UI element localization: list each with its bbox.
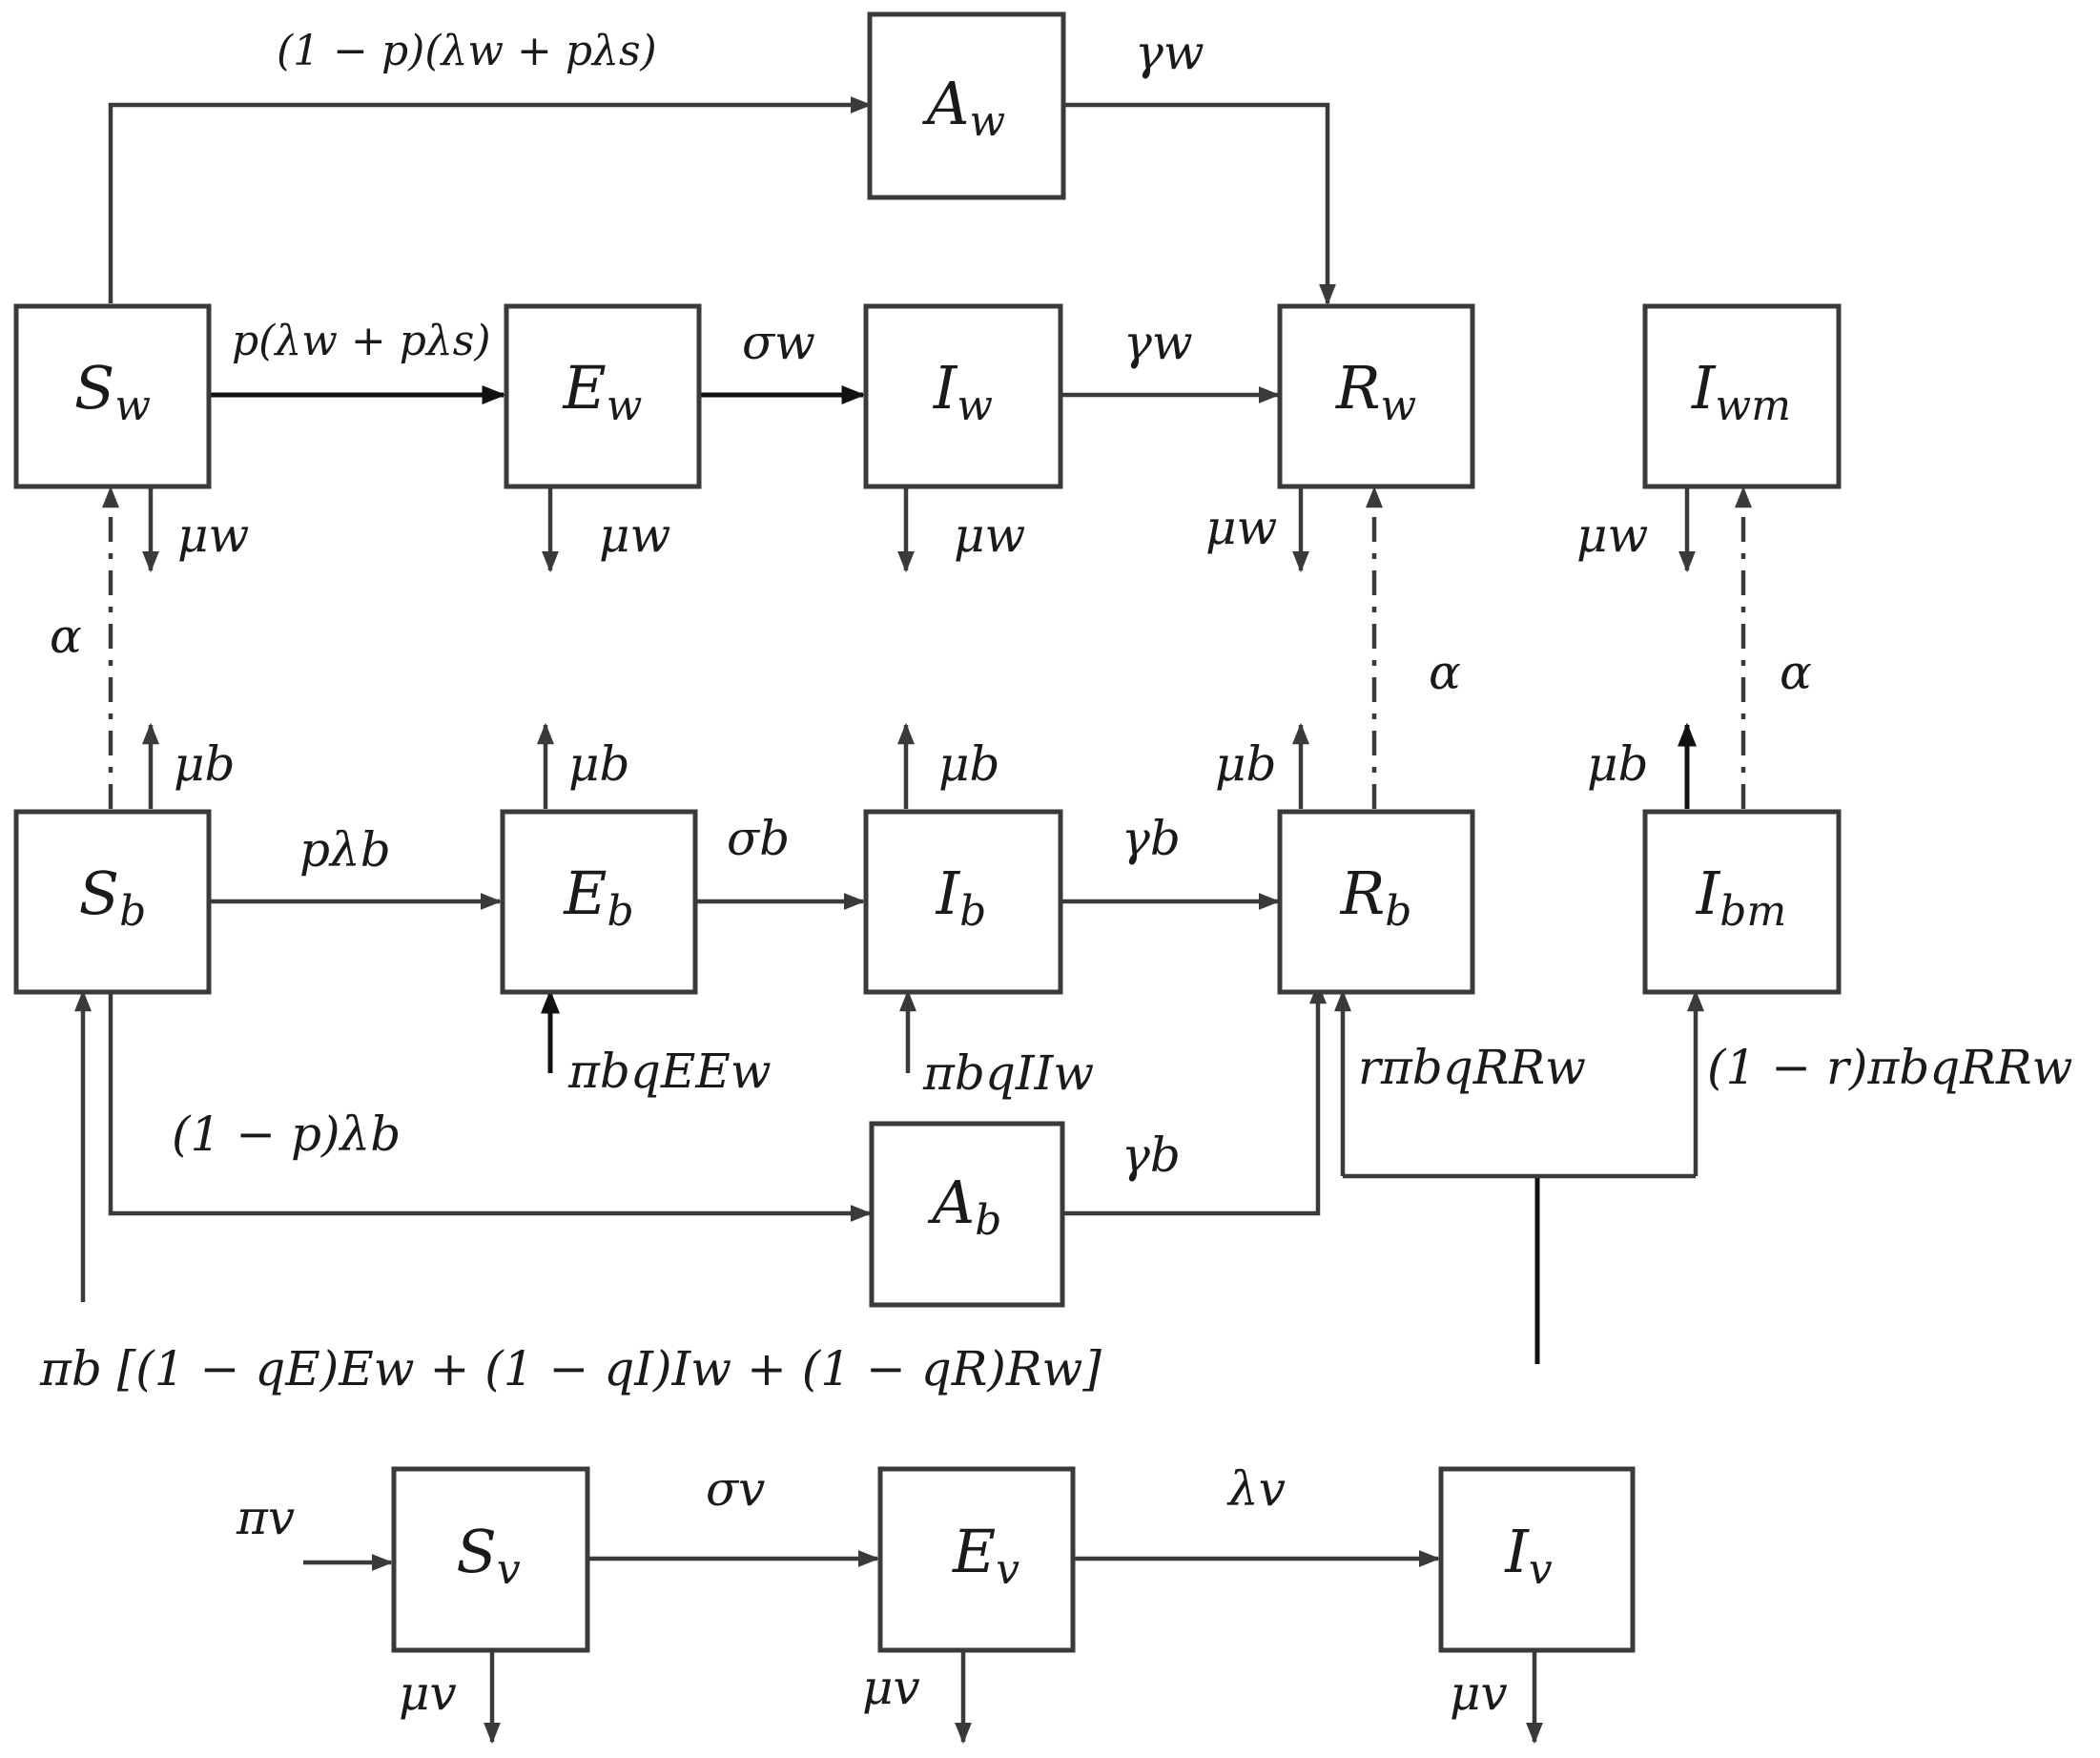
rate-rb-mortality: μb xyxy=(1215,736,1277,792)
rate-alpha-rw: α xyxy=(1429,645,1461,700)
label-iwm: Iwm xyxy=(1691,353,1791,430)
rate-sw-to-ew: p(λw + pλs) xyxy=(232,317,491,365)
rate-sw-mortality: μw xyxy=(177,507,249,563)
edge-sw-to-aw xyxy=(108,96,873,303)
label-sb: Sb xyxy=(79,858,147,936)
label-rw: Rw xyxy=(1335,353,1416,430)
node-eb xyxy=(500,809,698,995)
rate-eb-to-ib: σb xyxy=(727,811,790,866)
rate-inflow-sb: πb [(1 − qE)Ew + (1 − qI)Iw + (1 − qR)Rw… xyxy=(39,1341,1101,1396)
rate-inflow-ibm: (1 − r)πbqRRw xyxy=(1707,1040,2072,1095)
rate-iw-to-rw: γw xyxy=(1123,315,1193,370)
node-ew xyxy=(504,303,702,489)
node-ab xyxy=(869,1121,1065,1308)
rate-ibm-mortality: μb xyxy=(1587,736,1649,792)
edge-ab-to-rb xyxy=(1060,982,1327,1216)
node-sw xyxy=(13,303,212,489)
rate-sb-to-ab: (1 − p)λb xyxy=(172,1107,401,1162)
rate-iv-mortality: μv xyxy=(1450,1665,1508,1721)
rate-ib-to-rb: γb xyxy=(1122,811,1181,866)
rate-ew-to-iw: σw xyxy=(742,315,815,370)
node-ibm xyxy=(1642,809,1842,995)
label-iw: Iw xyxy=(933,353,993,430)
rate-sw-to-aw: (1 − p)(λw + pλs) xyxy=(277,27,657,75)
label-iv: Iv xyxy=(1504,1517,1553,1594)
rate-inflow-rb: rπbqRRw xyxy=(1358,1040,1586,1095)
rate-aw-to-rw: γw xyxy=(1135,25,1204,80)
node-sv xyxy=(391,1466,590,1653)
label-ab: Ab xyxy=(928,1168,1002,1245)
label-sv: Sv xyxy=(456,1517,520,1594)
rate-eb-mortality: μb xyxy=(568,736,630,792)
rate-sv-mortality: μv xyxy=(399,1665,457,1721)
node-aw xyxy=(867,11,1066,200)
rate-rw-mortality: μw xyxy=(1205,500,1277,555)
rate-ew-mortality: μw xyxy=(599,507,670,563)
edge-sb-to-ab xyxy=(108,992,873,1222)
rate-inflow-eb: πbqEEw xyxy=(567,1044,772,1099)
rate-sv-to-ev: σv xyxy=(706,1461,765,1517)
rate-sb-to-eb: pλb xyxy=(299,822,391,878)
rate-inflow-ib: πbqIIw xyxy=(922,1045,1094,1101)
rate-alpha-iwm: α xyxy=(1780,645,1812,700)
node-iv xyxy=(1438,1466,1636,1653)
node-ib xyxy=(863,809,1063,995)
rate-iwm-mortality: μw xyxy=(1576,507,1648,563)
edge-aw-to-rw xyxy=(1047,102,1336,306)
node-ev xyxy=(877,1466,1076,1653)
node-sb xyxy=(13,809,212,995)
rate-sb-mortality: μb xyxy=(174,736,236,792)
rate-ev-to-iv: λv xyxy=(1226,1461,1286,1517)
rate-ev-mortality: μv xyxy=(862,1660,920,1715)
node-rw xyxy=(1277,303,1475,489)
rate-ib-mortality: μb xyxy=(938,736,1000,792)
label-rb: Rb xyxy=(1340,858,1412,936)
label-ew: Ew xyxy=(563,353,643,430)
label-ev: Ev xyxy=(952,1517,1019,1594)
rate-ab-to-rb: γb xyxy=(1122,1127,1181,1183)
label-sw: Sw xyxy=(74,353,151,430)
label-ibm: Ibm xyxy=(1696,858,1786,936)
rate-alpha-sw: α xyxy=(50,609,82,664)
node-rb xyxy=(1277,809,1475,995)
node-iwm xyxy=(1642,303,1842,489)
label-aw: Aw xyxy=(922,69,1005,146)
label-ib: Ib xyxy=(936,858,987,936)
node-iw xyxy=(863,303,1063,489)
label-eb: Eb xyxy=(563,858,633,936)
rate-iw-mortality: μw xyxy=(954,507,1025,563)
rate-inflow-sv: πv xyxy=(236,1490,295,1545)
